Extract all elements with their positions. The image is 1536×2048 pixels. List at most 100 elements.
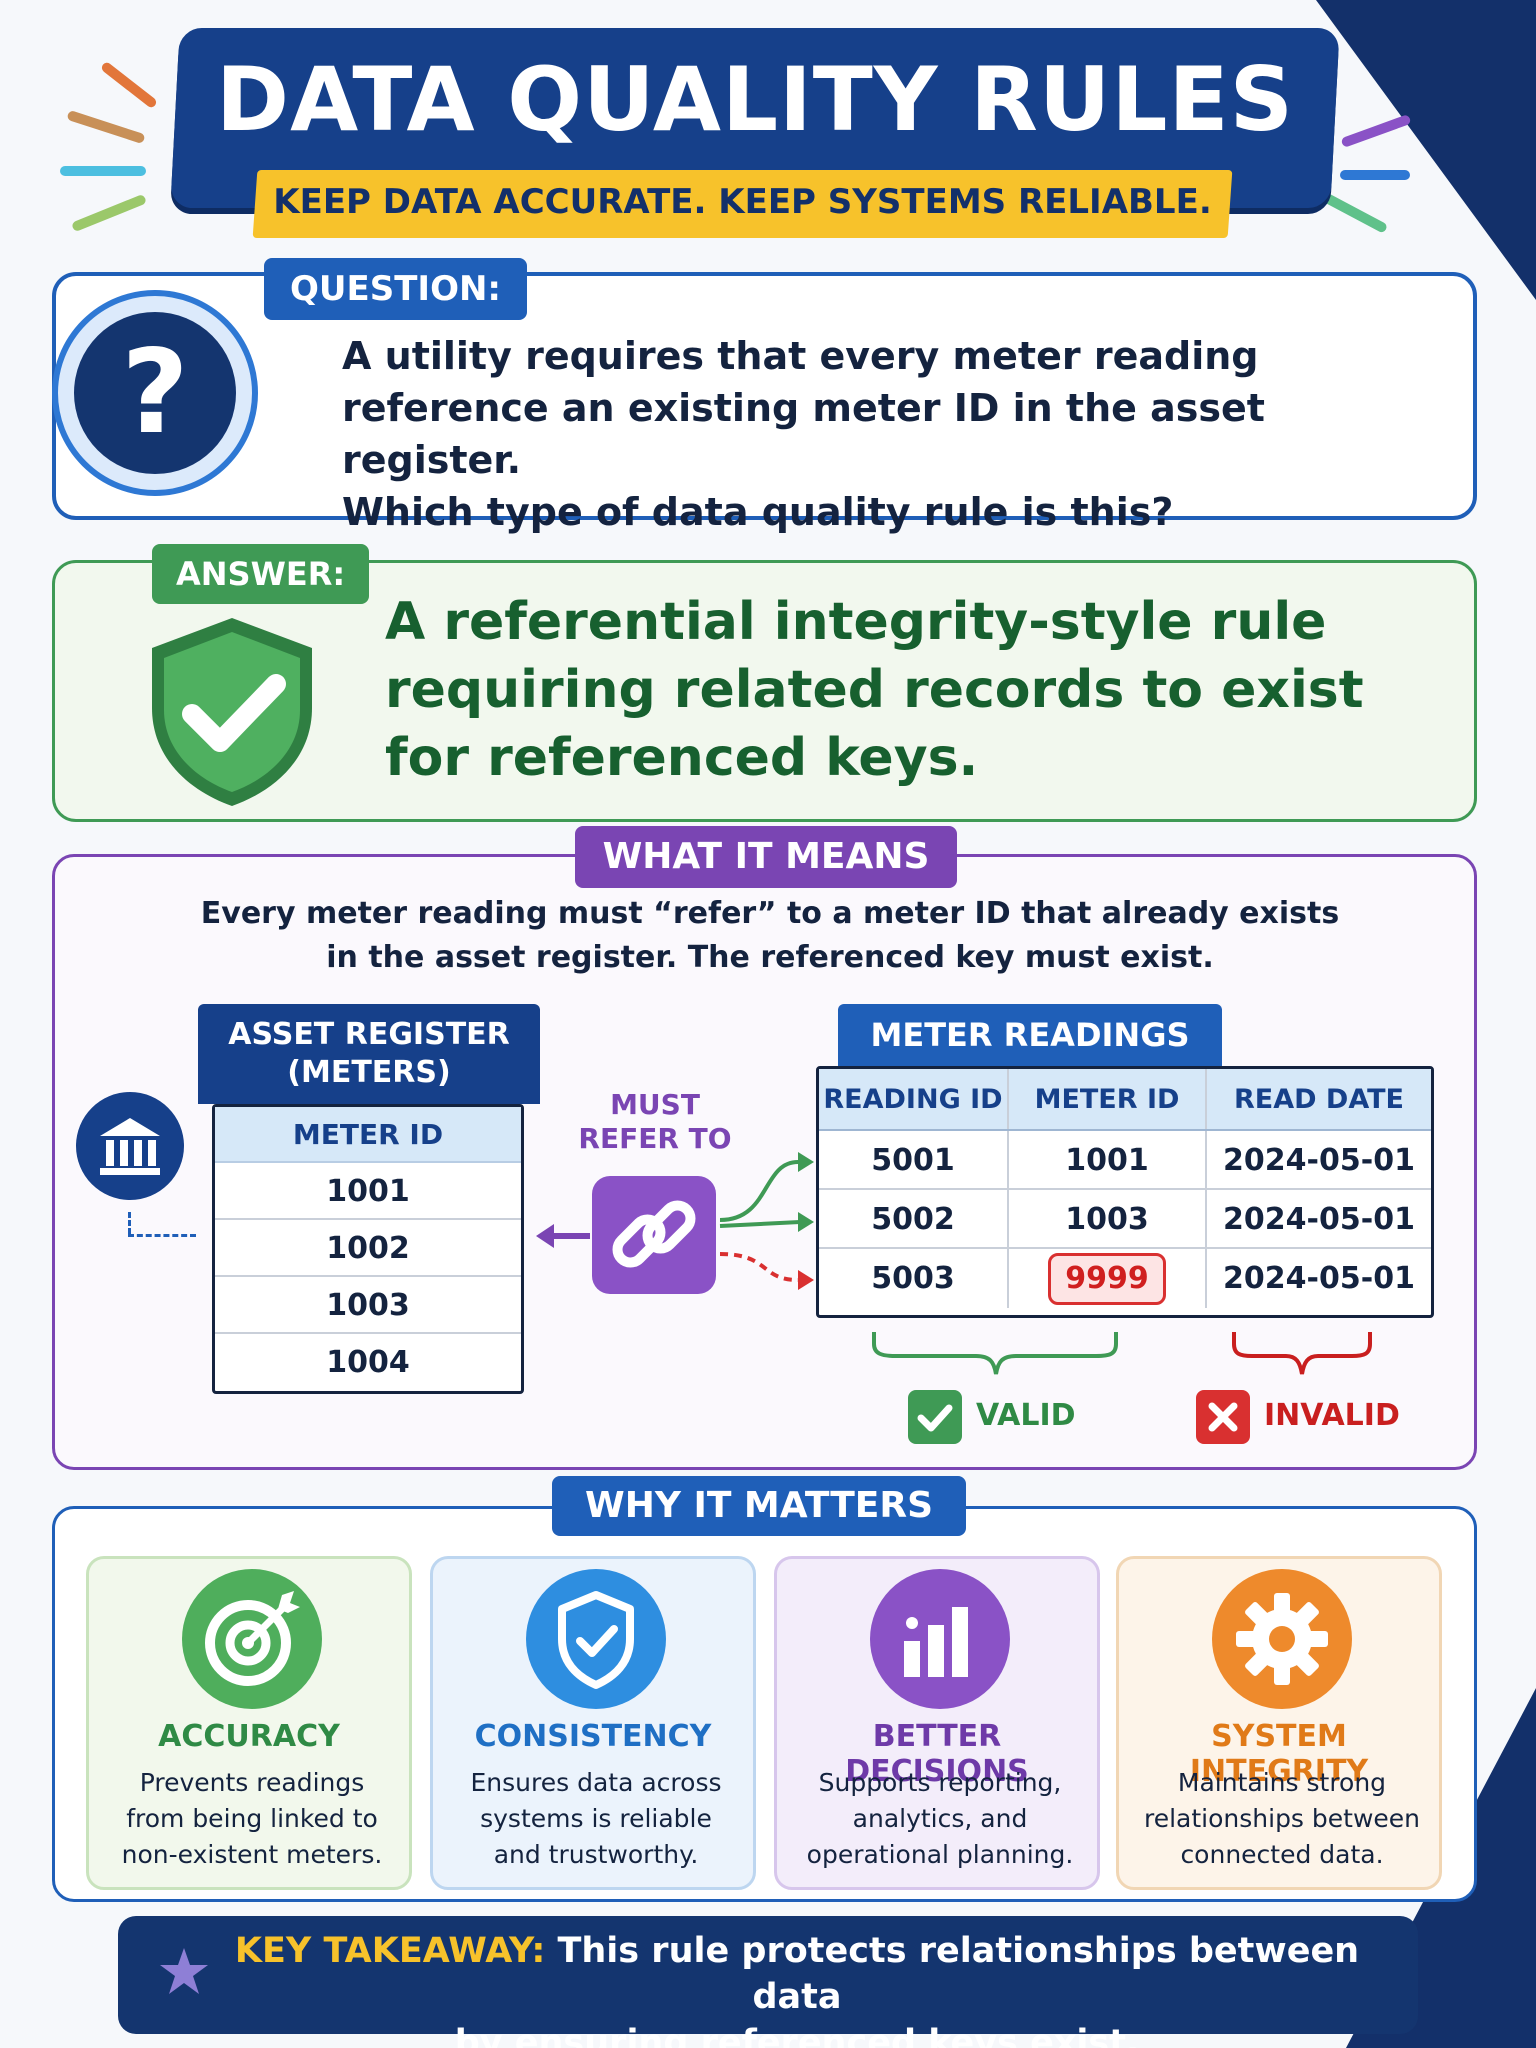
- burst-ray: [60, 166, 146, 176]
- card-line: analytics, and: [852, 1804, 1028, 1833]
- bank-icon-glyph: [100, 1118, 160, 1175]
- invalid-label: INVALID: [1264, 1398, 1400, 1433]
- arrowhead-right-icon: [798, 1212, 814, 1232]
- valid-brace: [872, 1332, 1118, 1375]
- asset-register-row: 1001: [215, 1163, 521, 1220]
- invalid-indicator: INVALID: [1196, 1388, 1400, 1444]
- meter-readings-header-row: READING ID METER ID READ DATE: [819, 1069, 1431, 1131]
- bar-chart-icon: [870, 1569, 1010, 1709]
- read-date-cell: 2024-05-01: [1223, 1143, 1415, 1178]
- meaning-tag: WHAT IT MEANS: [575, 826, 957, 888]
- valid-arrow: [719, 1220, 801, 1228]
- question-line: A utility requires that every meter read…: [342, 334, 1259, 378]
- meter-id-cell-invalid: 9999: [1009, 1249, 1207, 1308]
- card-description: Supports reporting, analytics, and opera…: [787, 1765, 1093, 1873]
- key-takeaway-line2: by ensuring referenced keys exist.: [454, 2023, 1140, 2048]
- target-icon: [182, 1569, 322, 1709]
- page-title: DATA QUALITY RULES: [216, 48, 1294, 151]
- benefit-card-accuracy: ACCURACY Prevents readings from being li…: [86, 1556, 412, 1890]
- burst-ray: [99, 60, 159, 110]
- reference-arrows: [536, 1152, 814, 1290]
- card-line: Maintains strong: [1177, 1768, 1387, 1797]
- meter-id-cell: 1003: [1009, 1190, 1207, 1247]
- card-description: Maintains strong relationships between c…: [1129, 1765, 1435, 1873]
- burst-ray: [1340, 170, 1410, 180]
- card-line: Ensures data across: [470, 1768, 722, 1797]
- table-row: 5002 1003 2024-05-01: [819, 1190, 1431, 1249]
- must-refer-line: MUST: [610, 1088, 700, 1121]
- column-header: READ DATE: [1233, 1084, 1404, 1115]
- arrowhead-left-icon: [536, 1224, 554, 1248]
- asset-register-title-line: (METERS): [287, 1055, 451, 1090]
- read-date-cell: 2024-05-01: [1223, 1202, 1415, 1237]
- arrowhead-right-icon: [798, 1152, 814, 1172]
- valid-indicator: VALID: [908, 1388, 1076, 1444]
- asset-register-title: ASSET REGISTER (METERS): [198, 1004, 540, 1104]
- corner-decoration: [1316, 0, 1536, 300]
- card-line: and trustworthy.: [493, 1840, 699, 1869]
- card-line: connected data.: [1180, 1840, 1384, 1869]
- card-title: BETTER DECISIONS: [845, 1719, 1029, 1789]
- reading-id-cell: 5001: [819, 1131, 1009, 1188]
- card-line: operational planning.: [806, 1840, 1074, 1869]
- question-mark-icon: ?: [74, 312, 236, 474]
- burst-ray: [66, 109, 146, 145]
- card-line: non-existent meters.: [121, 1840, 383, 1869]
- arrowhead-right-icon: [798, 1270, 814, 1290]
- shield-check-icon: [152, 618, 312, 806]
- card-title: SYSTEM INTEGRITY: [1189, 1719, 1369, 1789]
- table-row: 5003 9999 2024-05-01: [819, 1249, 1431, 1308]
- must-refer-line: REFER TO: [578, 1122, 732, 1155]
- must-refer-to-label: MUST REFER TO: [570, 1088, 740, 1156]
- answer-line: A referential integrity-style rule: [385, 592, 1327, 652]
- column-header: METER ID: [1009, 1069, 1207, 1129]
- benefit-card-consistency: CONSISTENCY Ensures data across systems …: [430, 1556, 756, 1890]
- star-icon: [160, 1948, 208, 1994]
- card-line: from being linked to: [126, 1804, 378, 1833]
- check-icon: [908, 1389, 962, 1444]
- chain-link-glyph: [612, 1200, 696, 1268]
- card-title: CONSISTENCY: [474, 1719, 712, 1754]
- reading-id-cell: 5003: [819, 1249, 1009, 1308]
- question-tag: QUESTION:: [264, 258, 528, 320]
- bank-icon: [76, 1092, 184, 1200]
- shield-check-icon: [526, 1569, 666, 1709]
- x-icon: [1196, 1389, 1250, 1444]
- question-line: Which type of data quality rule is this?: [342, 490, 1174, 534]
- card-description: Prevents readings from being linked to n…: [99, 1765, 405, 1873]
- asset-register-row: 1004: [326, 1345, 410, 1380]
- dashed-connector: [128, 1212, 131, 1234]
- card-title: ACCURACY: [158, 1719, 340, 1754]
- dashed-connector: [128, 1234, 196, 1237]
- link-icon: [592, 1176, 716, 1294]
- card-line: Supports reporting,: [818, 1768, 1062, 1797]
- meter-readings-table: READING ID METER ID READ DATE 5001 1001 …: [816, 1066, 1434, 1318]
- answer-line: for referenced keys.: [385, 728, 979, 788]
- asset-register-row: 1003: [215, 1277, 521, 1334]
- answer-line: requiring related records to exist: [385, 660, 1364, 720]
- invalid-meter-id-badge: 9999: [1048, 1253, 1166, 1305]
- meaning-line: Every meter reading must “refer” to a me…: [200, 896, 1340, 931]
- gear-icon: [1212, 1569, 1352, 1709]
- question-text: A utility requires that every meter read…: [342, 330, 1452, 538]
- table-row: 5001 1001 2024-05-01: [819, 1131, 1431, 1190]
- key-takeaway-label: KEY TAKEAWAY:: [234, 1931, 546, 1971]
- benefit-card-better-decisions: BETTER DECISIONS Supports reporting, ana…: [774, 1556, 1100, 1890]
- key-takeaway-banner: [118, 1916, 1418, 2034]
- asset-register-title-line: ASSET REGISTER: [228, 1017, 510, 1052]
- answer-text: A referential integrity-style rule requi…: [385, 588, 1445, 792]
- key-takeaway-line: KEY TAKEAWAY: This rule protects relatio…: [222, 1928, 1372, 2020]
- benefit-card-system-integrity: SYSTEM INTEGRITY Maintains strong relati…: [1116, 1556, 1442, 1890]
- read-date-cell: 2024-05-01: [1223, 1261, 1415, 1296]
- card-description: Ensures data across systems is reliable …: [443, 1765, 749, 1873]
- key-takeaway-text: KEY TAKEAWAY: This rule protects relatio…: [222, 1928, 1372, 2048]
- matters-tag: WHY IT MATTERS: [552, 1476, 966, 1536]
- valid-label: VALID: [976, 1398, 1076, 1433]
- card-line: Prevents readings: [139, 1768, 365, 1797]
- column-header: READING ID: [819, 1069, 1009, 1129]
- card-line: relationships between: [1143, 1804, 1421, 1833]
- meaning-text: Every meter reading must “refer” to a me…: [120, 892, 1420, 980]
- answer-tag: ANSWER:: [152, 544, 370, 604]
- invalid-arrow: [719, 1252, 799, 1282]
- page-subtitle: KEEP DATA ACCURATE. KEEP SYSTEMS RELIABL…: [273, 182, 1212, 222]
